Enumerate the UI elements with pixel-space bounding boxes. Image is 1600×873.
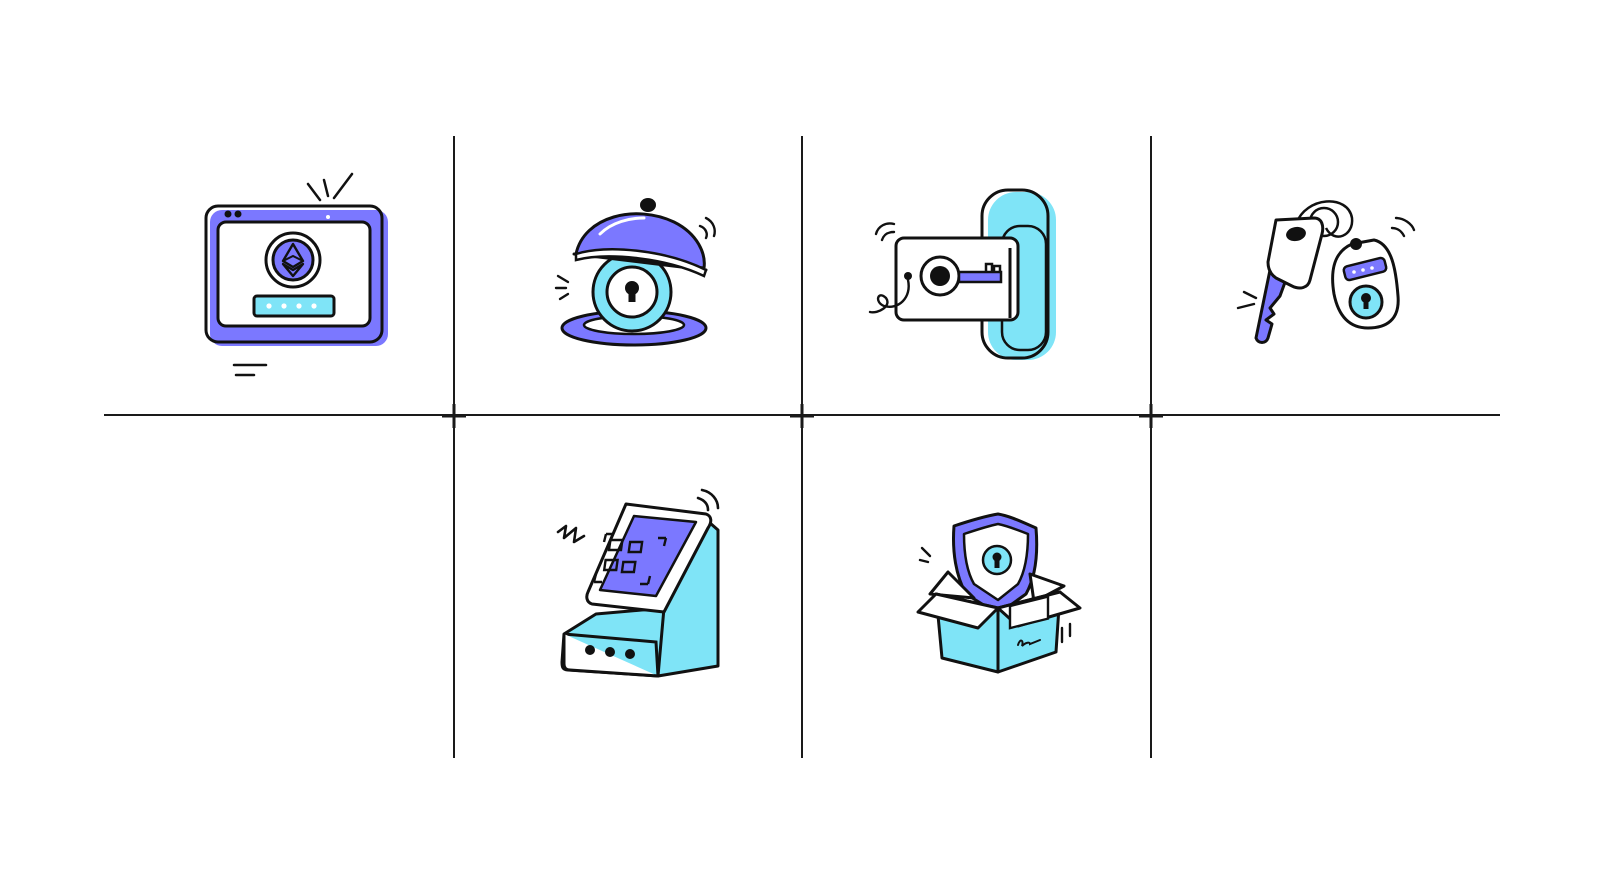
vertical-grid-line-1 [453,136,455,758]
crosshair-mark [442,404,466,428]
cloche-lock-icon [554,196,732,360]
car-key-fob-icon [1236,196,1446,356]
qr-kiosk-icon [556,486,736,682]
shield-box-icon [914,512,1084,676]
key-card-door-icon [868,188,1068,366]
crosshair-mark [790,404,814,428]
vertical-grid-line-3 [1150,136,1152,758]
crosshair-mark [1139,404,1163,428]
vertical-grid-line-2 [801,136,803,758]
ethereum-wallet-screen-icon [196,172,396,382]
